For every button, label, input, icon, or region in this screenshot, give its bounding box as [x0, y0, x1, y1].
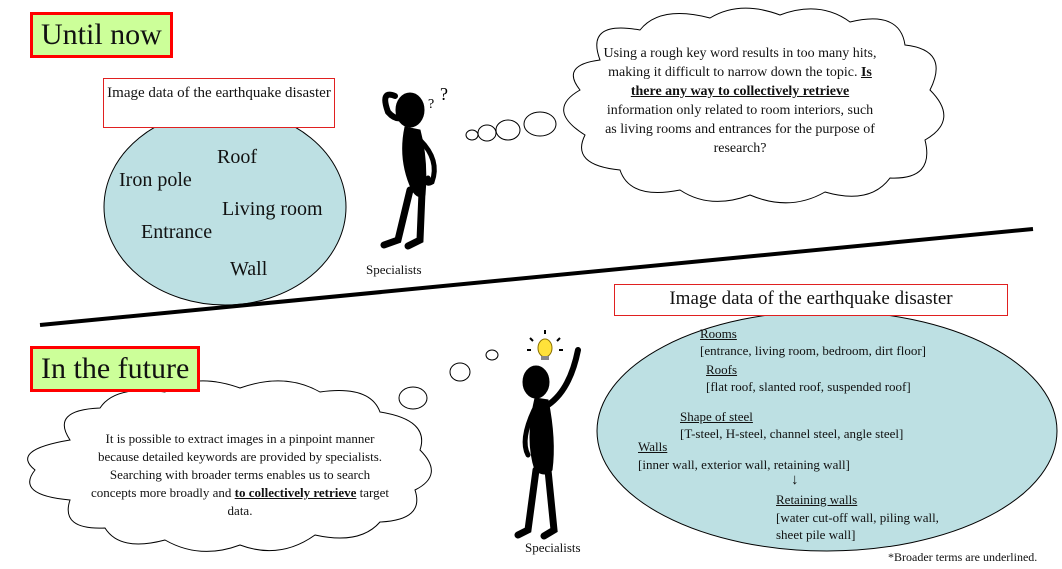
narrower-terms-roofs: [flat roof, slanted roof, suspended roof…: [706, 379, 911, 394]
thinking-person-icon: ? ?: [380, 84, 448, 250]
top-thought-pre: Using a rough key word results in too ma…: [603, 46, 877, 80]
lightbulb-person-icon: [514, 330, 581, 540]
bottom-image-data-title: Image data of the earthquake disaster: [614, 284, 1008, 316]
top-image-data-title: Image data of the earthquake disaster: [103, 78, 335, 128]
narrower-terms-shape-of-steel: [T-steel, H-steel, channel steel, angle …: [680, 426, 904, 441]
top-thought-cloud-icon: [465, 7, 945, 204]
top-thought-post: information only related to room interio…: [605, 103, 875, 156]
bottom-thought-pre: It is possible to extract images in a pi…: [90, 431, 383, 500]
narrower-terms-rooms: [entrance, living room, bedroom, dirt fl…: [700, 343, 926, 358]
top-thought-text: Using a rough key word results in too ma…: [600, 44, 880, 158]
svg-text:?: ?: [440, 84, 448, 104]
until-now-header: Until now: [30, 12, 173, 58]
keyword-roof: Roof: [217, 146, 257, 168]
broader-term-roofs: Roofs: [706, 362, 738, 377]
footnote: *Broader terms are underlined.: [888, 550, 1038, 564]
bottom-thought-text: It is possible to extract images in a pi…: [90, 430, 390, 520]
svg-text:?: ?: [428, 97, 434, 112]
bottom-thought-cloud-icon: [27, 349, 499, 552]
top-thought-bold: Is there any way to collectively retriev…: [630, 65, 872, 99]
broader-term-walls: Walls: [638, 439, 668, 454]
divider-line: [39, 227, 1034, 327]
in-the-future-header: In the future: [30, 346, 201, 392]
keyword-iron-pole: Iron pole: [119, 169, 192, 191]
narrower-terms-retaining-walls-1: [water cut-off wall, piling wall,: [776, 510, 939, 525]
top-specialists-caption: Specialists: [366, 262, 422, 277]
down-arrow-icon: ↓: [791, 472, 799, 488]
bottom-thought-bold: to collectively retrieve: [234, 485, 357, 500]
broader-term-rooms: Rooms: [700, 326, 737, 341]
broader-term-retaining-walls: Retaining walls: [776, 492, 858, 507]
narrower-terms-retaining-walls-2: sheet pile wall]: [776, 527, 856, 542]
keyword-living-room: Living room: [222, 198, 323, 220]
keyword-wall: Wall: [230, 258, 268, 280]
bottom-specialists-caption: Specialists: [525, 540, 581, 555]
keyword-entrance: Entrance: [141, 221, 213, 243]
broader-term-shape-of-steel: Shape of steel: [680, 409, 753, 424]
narrower-terms-walls: [inner wall, exterior wall, retaining wa…: [638, 457, 850, 472]
bottom-thought-post: target data.: [227, 485, 390, 518]
